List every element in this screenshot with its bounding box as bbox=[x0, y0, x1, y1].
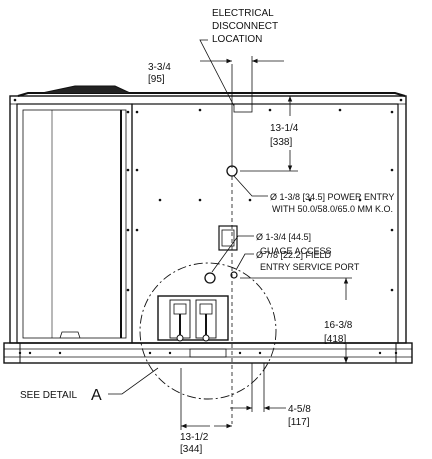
svg-text:13-1/2: 13-1/2 bbox=[180, 432, 209, 443]
service-valve-block bbox=[157, 295, 229, 342]
svg-text:13-1/4: 13-1/4 bbox=[270, 123, 299, 134]
detail-a-boundary bbox=[139, 262, 277, 400]
callout-gauge-access: Ø 1-3/4 [44.5] GUAGE ACCESS bbox=[256, 232, 332, 256]
svg-text:[95]: [95] bbox=[148, 74, 165, 85]
svg-text:[344]: [344] bbox=[180, 444, 202, 454]
top-fan-guard bbox=[41, 85, 131, 94]
left-access-panel bbox=[16, 103, 133, 344]
svg-text:Ø 1-3/4 [44.5]: Ø 1-3/4 [44.5] bbox=[256, 232, 311, 242]
svg-text:DISCONNECT: DISCONNECT bbox=[212, 21, 278, 32]
svg-text:[338]: [338] bbox=[270, 137, 292, 148]
callout-field-entry: Ø 7/8 [22.2] FIELD ENTRY SERVICE PORT bbox=[256, 250, 360, 272]
field-entry-service-port bbox=[230, 271, 238, 279]
gauge-access-hole bbox=[204, 272, 216, 284]
dimension-lines bbox=[108, 39, 352, 430]
svg-text:ENTRY SERVICE PORT: ENTRY SERVICE PORT bbox=[260, 262, 360, 272]
svg-text:4-5/8: 4-5/8 bbox=[288, 404, 311, 415]
svg-text:16-3/8: 16-3/8 bbox=[324, 320, 353, 331]
svg-text:ELECTRICAL: ELECTRICAL bbox=[212, 8, 274, 19]
svg-text:[418]: [418] bbox=[324, 334, 346, 345]
dimension-bottom-center: 13-1/2 [344] bbox=[180, 432, 209, 455]
dimension-right-top: 13-1/4 [338] bbox=[270, 123, 299, 148]
detail-a-letter: A bbox=[91, 387, 102, 404]
svg-text:LOCATION: LOCATION bbox=[212, 34, 262, 45]
callout-electrical: ELECTRICAL DISCONNECT LOCATION bbox=[212, 8, 278, 45]
callout-power-entry: Ø 1-3/8 [34.5] POWER ENTRY WITH 50.0/58.… bbox=[270, 192, 394, 214]
svg-text:Ø 1-3/8 [34.5] POWER ENTRY: Ø 1-3/8 [34.5] POWER ENTRY bbox=[270, 192, 394, 202]
dimension-top-offset: 3-3/4 [95] bbox=[148, 62, 171, 85]
svg-text:Ø 7/8 [22.2] FIELD: Ø 7/8 [22.2] FIELD bbox=[256, 250, 332, 260]
callout-see-detail: SEE DETAIL A bbox=[20, 387, 102, 404]
svg-text:[117]: [117] bbox=[288, 417, 310, 428]
dimension-bottom-right: 4-5/8 [117] bbox=[288, 404, 311, 428]
panel-fasteners bbox=[13, 98, 403, 355]
svg-text:3-3/4: 3-3/4 bbox=[148, 62, 171, 73]
top-cap bbox=[17, 92, 406, 97]
svg-text:SEE DETAIL: SEE DETAIL bbox=[20, 390, 77, 401]
base-rail bbox=[3, 342, 413, 364]
control-box bbox=[218, 225, 238, 251]
electrical-disconnect-marker bbox=[233, 103, 253, 113]
dimension-right-mid: 16-3/8 [418] bbox=[324, 320, 353, 345]
svg-text:GUAGE ACCESS: GUAGE ACCESS bbox=[260, 246, 332, 256]
svg-text:WITH 50.0/58.0/65.0 MM K.O.: WITH 50.0/58.0/65.0 MM K.O. bbox=[272, 204, 393, 214]
unit-cabinet bbox=[3, 85, 413, 364]
